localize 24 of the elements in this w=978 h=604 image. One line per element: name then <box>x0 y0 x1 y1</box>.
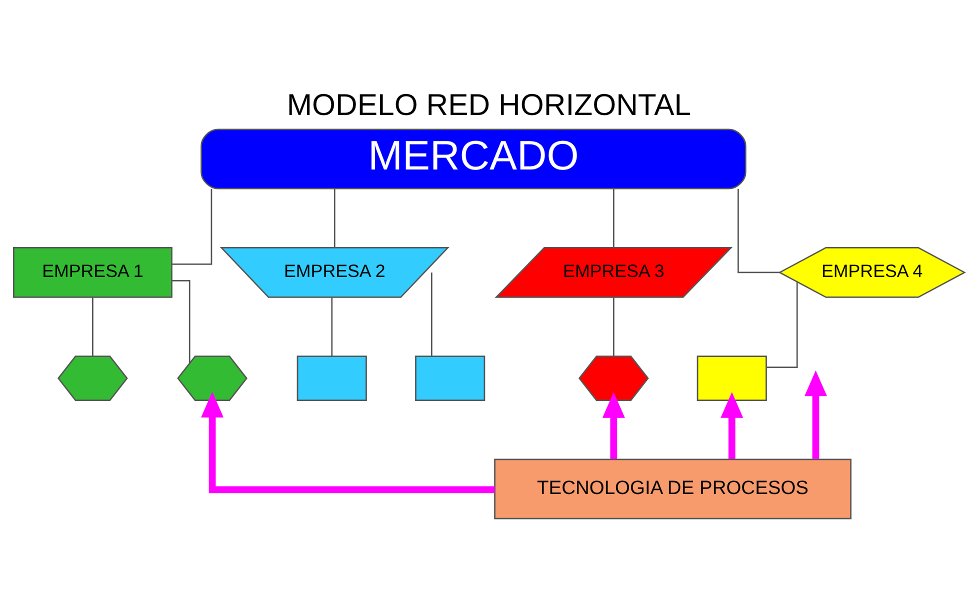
connector <box>612 188 614 248</box>
arrow <box>720 392 744 460</box>
diagram-title: MODELO RED HORIZONTAL <box>286 89 692 122</box>
node-box <box>296 356 367 401</box>
node-hexagon <box>177 356 248 401</box>
arrow <box>201 392 495 494</box>
arrow <box>804 370 828 459</box>
connector <box>766 282 798 368</box>
node-box: MERCADO <box>200 128 746 190</box>
node-box <box>696 356 767 401</box>
connector <box>172 280 190 364</box>
connector <box>172 188 212 265</box>
node-hexagon <box>57 356 128 401</box>
node-box: EMPRESA 1 <box>12 247 172 298</box>
node-hexagon <box>578 356 649 401</box>
node-box <box>415 356 486 401</box>
connector <box>430 272 432 356</box>
connector <box>738 188 780 274</box>
arrow <box>602 392 625 460</box>
connector <box>334 188 336 248</box>
connector <box>612 298 614 356</box>
connector <box>92 298 94 356</box>
connector <box>331 298 333 356</box>
node-box: TECNOLOGIA DE PROCESOS <box>494 458 852 520</box>
